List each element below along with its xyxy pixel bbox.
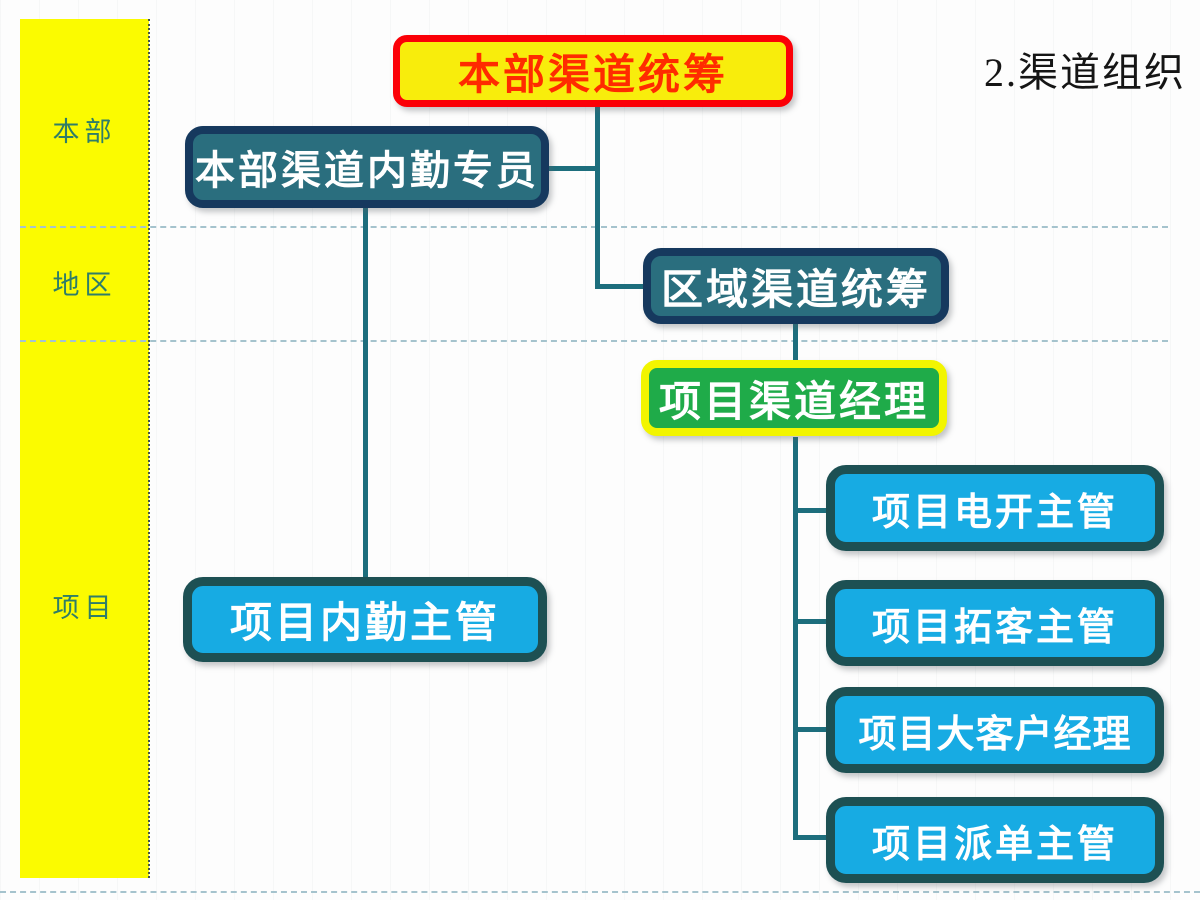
slide-title: 2.渠道组织	[984, 50, 1186, 95]
org-box-project-customer-acquisition-supervisor: 项目拓客主管	[826, 580, 1164, 666]
connector-branch-4	[793, 835, 828, 840]
connector-branch-3	[793, 727, 828, 732]
connector-project-spine	[793, 437, 798, 840]
connector-hq-staff-horizontal	[549, 166, 595, 171]
org-box-project-admin-supervisor: 项目内勤主管	[183, 577, 547, 662]
org-box-hq-channel-admin-specialist: 本部渠道内勤专员	[185, 126, 549, 208]
lane-label-project: 项目	[52, 593, 117, 623]
org-box-project-telemarketing-supervisor: 项目电开主管	[826, 465, 1164, 551]
org-box-project-channel-manager: 项目渠道经理	[641, 360, 947, 436]
lane-label-headquarters: 本部	[52, 117, 117, 147]
org-box-regional-channel-coordination: 区域渠道统筹	[643, 248, 949, 324]
lane-separator-bottom	[0, 891, 1200, 893]
connector-branch-1	[793, 508, 828, 513]
org-box-hq-channel-coordination: 本部渠道统筹	[393, 35, 793, 107]
org-box-project-dispatch-supervisor: 项目派单主管	[826, 797, 1164, 883]
lane-separator-top	[20, 226, 1168, 228]
swimlane-divider-dotted-line	[148, 19, 150, 878]
lane-separator-middle	[20, 340, 1168, 342]
org-box-project-key-account-manager: 项目大客户经理	[826, 687, 1164, 773]
connector-root-vertical	[595, 107, 600, 289]
lane-label-region: 地区	[52, 270, 117, 300]
swimlane-band	[20, 19, 149, 878]
connector-branch-2	[793, 619, 828, 624]
connector-region-horizontal	[595, 284, 643, 289]
connector-region-to-project-manager	[793, 323, 798, 361]
connector-hq-staff-to-project-admin	[363, 206, 368, 578]
